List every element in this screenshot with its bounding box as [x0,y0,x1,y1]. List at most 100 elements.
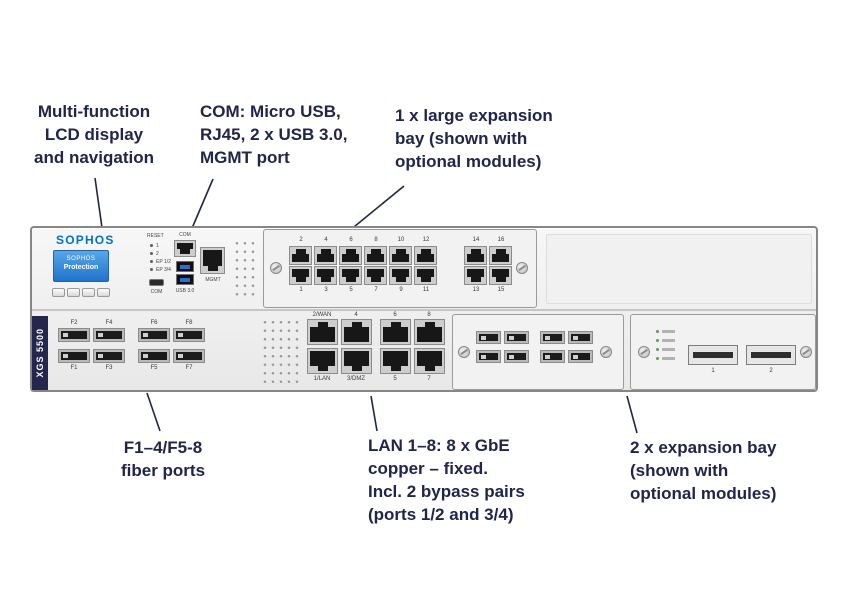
callout-com: COM: Micro USB, RJ45, 2 x USB 3.0, MGMT … [200,102,348,167]
status-led-3 [150,260,153,263]
nav-button-4 [97,288,110,297]
lan-label: 3/DMZ [347,376,365,382]
sfp-port [58,328,90,342]
lan-port [307,319,338,345]
usb3-port-2 [176,274,194,285]
lan-label: 8 [427,312,431,318]
callout-line-lan [370,395,378,432]
callout-expansion: 2 x expansion bay (shown with optional m… [630,438,777,503]
mgmt-port [200,247,225,274]
status-led-1 [150,244,153,247]
sfp-port [540,350,565,363]
sfp-port [93,349,125,363]
port-number: 7 [374,287,378,293]
lan-port [341,319,372,345]
module16-screw-right [516,262,528,274]
model-text: XGS 5500 [35,328,45,378]
sfp-plus-cage [746,345,796,365]
fiber-label: F8 [185,320,193,326]
sfp-plus-label: 2 [769,368,773,374]
chassis-seam [32,309,816,311]
micro-usb-port [149,279,164,286]
callout-lan: LAN 1–8: 8 x GbE copper – fixed. Incl. 2… [368,436,525,524]
port-number: 2 [299,237,303,243]
fiber-label: F6 [150,320,158,326]
sfp-port [504,350,529,363]
port-number: 6 [349,237,353,243]
status-led-3-label: EP 1/2 [156,259,171,265]
nav-button-1 [52,288,65,297]
rj45-port [389,266,412,285]
rj45-port [389,246,412,265]
sfp-port [173,328,205,342]
fiber-label: F5 [150,365,158,371]
fiber-label: F4 [105,320,113,326]
port-number: 14 [472,237,480,243]
mgmt-label: MGMT [205,277,221,283]
rj45-port [314,266,337,285]
status-led-4-label: EP 3/4 [156,267,171,273]
sfpplus-module-screw-right [800,346,812,358]
vent-grid-top [233,239,259,301]
port-number: 16 [497,237,505,243]
rj45-port [289,266,312,285]
lan-label: 5 [393,376,397,382]
rj45-port [464,266,487,285]
port-number: 1 [299,287,303,293]
rj45-port [489,266,512,285]
sfp-port [173,349,205,363]
micro-usb-label: COM [150,289,163,295]
vent-grid-bottom [261,318,299,384]
status-led-2-label: 2 [156,251,159,257]
lcd-display: SOPHOS Protection [53,250,109,282]
callout-fiber: F1–4/F5-8 fiber ports [120,438,206,480]
port-number: 13 [472,287,480,293]
sfp-port [93,328,125,342]
module-led-label-bar [662,357,675,360]
lan-port [307,348,338,374]
sfp-module-screw-left [458,346,470,358]
reset-label: RESET [147,233,164,239]
rj45-port [464,246,487,265]
nav-button-3 [82,288,95,297]
port-number: 11 [422,287,430,293]
status-led-1-label: 1 [156,243,159,249]
port-number: 3 [324,287,328,293]
status-led-2 [150,252,153,255]
port-number: 5 [349,287,353,293]
callout-lcd: Multi-function LCD display and navigatio… [34,102,154,167]
model-badge: XGS 5500 [32,316,48,390]
lan-port [341,348,372,374]
lan-label: 7 [427,376,431,382]
com-port-label: COM [179,232,191,238]
callout-line-large-bay [348,185,405,232]
module-led-2 [656,339,659,342]
module-led-label-bar [662,339,675,342]
lan-label: 6 [393,312,397,318]
rj45-port [364,266,387,285]
sfp-port [476,350,501,363]
lan-label: 2/WAN [312,312,332,318]
module16-screw-left [270,262,282,274]
port-number: 12 [422,237,430,243]
lan-label: 1/LAN [313,376,331,382]
callout-line-expansion [626,395,638,434]
module-led-1 [656,330,659,333]
blank-plate [546,234,812,304]
port-number: 4 [324,237,328,243]
sfp-port [568,350,593,363]
com-serial-port [174,240,196,257]
module-led-3 [656,348,659,351]
sfp-plus-label: 1 [711,368,715,374]
sfp-port [138,349,170,363]
rj45-port [414,246,437,265]
sophos-logo: SOPHOS [56,233,115,247]
fiber-label: F2 [70,320,78,326]
rj45-port [414,266,437,285]
fiber-label: F3 [105,365,113,371]
lcd-line2: Protection [63,264,99,271]
module-led-label-bar [662,348,675,351]
port-number: 15 [497,287,505,293]
lcd-line1: SOPHOS [66,256,96,262]
